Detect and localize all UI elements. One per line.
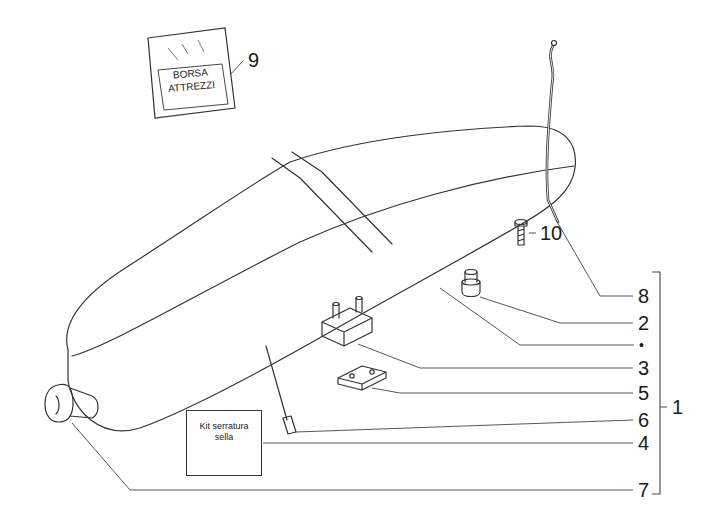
label-holder: 6 xyxy=(638,410,649,431)
callout-number: 8 xyxy=(638,285,649,307)
leader-line xyxy=(556,220,633,296)
callout-number: 5 xyxy=(638,382,649,404)
lock-bracket xyxy=(322,308,372,346)
lock-plate xyxy=(338,366,386,390)
kit-label: Kit serratura sella xyxy=(193,421,255,444)
leader-line xyxy=(296,420,633,432)
seat-knob xyxy=(45,385,98,422)
leader-line xyxy=(440,288,634,345)
callout-number: 6 xyxy=(638,409,649,431)
label-holder: 10 xyxy=(540,223,562,244)
bag-shape xyxy=(148,28,235,118)
label-holder: 5 xyxy=(638,383,649,404)
label-holder: 2 xyxy=(638,313,649,334)
label-holder: 9 xyxy=(248,50,259,71)
leader-line xyxy=(480,297,633,323)
seat-outline xyxy=(67,126,576,431)
seat-strap xyxy=(292,152,392,244)
bag-tag xyxy=(158,64,228,110)
label-holder: 3 xyxy=(638,358,649,379)
leader-line xyxy=(263,443,633,444)
callout-number: 9 xyxy=(248,49,259,71)
leader-line xyxy=(529,233,536,234)
cable xyxy=(547,46,558,222)
callout-number: 10 xyxy=(540,222,562,244)
label-holder: 8 xyxy=(638,286,649,307)
tool-bag: BORSA ATTREZZI xyxy=(138,24,238,120)
cable-end xyxy=(552,41,557,46)
lock-rod xyxy=(266,346,287,420)
leader-line xyxy=(72,423,633,490)
kit-box: Kit serratura sella xyxy=(186,410,262,476)
group-bracket xyxy=(652,272,667,494)
callout-number: 2 xyxy=(638,312,649,334)
seat-seam xyxy=(72,166,574,356)
callout-number: 1 xyxy=(672,396,683,418)
callout-number: 7 xyxy=(638,479,649,501)
leader-line xyxy=(372,388,633,393)
label-holder: 1 xyxy=(672,397,683,418)
callout-number: 3 xyxy=(638,357,649,379)
callout-number: 4 xyxy=(638,432,649,454)
rubber-buffer xyxy=(462,272,480,297)
callout-bullet: • xyxy=(639,337,644,353)
leader-line xyxy=(358,344,633,368)
label-holder: 7 xyxy=(638,480,649,501)
screw xyxy=(515,220,527,225)
label-holder: • xyxy=(639,336,644,354)
label-holder: 4 xyxy=(638,433,649,454)
